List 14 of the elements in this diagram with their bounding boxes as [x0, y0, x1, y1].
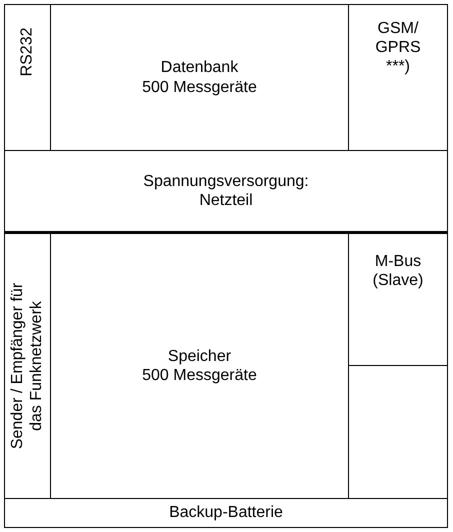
table-cell — [4, 4, 51, 151]
label-text: Datenbank 500 Messgeräte — [142, 58, 257, 97]
table-cell — [4, 498, 448, 528]
table-cell — [348, 231, 448, 366]
label-text: Backup-Batterie — [169, 503, 283, 523]
label-text: Spannungsversorgung: Netzteil — [143, 172, 309, 210]
label-text: Sender / Empfänger für das Funknetzwerk — [8, 282, 46, 450]
label-text: RS232 — [17, 27, 36, 76]
table-cell — [4, 231, 51, 499]
label-text: Speicher 500 Messgeräte — [142, 346, 257, 386]
label-text: GSM/ GPRS ***) — [375, 19, 421, 77]
label-text: M-Bus (Slave) — [372, 252, 424, 290]
table-cell — [348, 4, 448, 151]
table-cell — [4, 150, 448, 232]
